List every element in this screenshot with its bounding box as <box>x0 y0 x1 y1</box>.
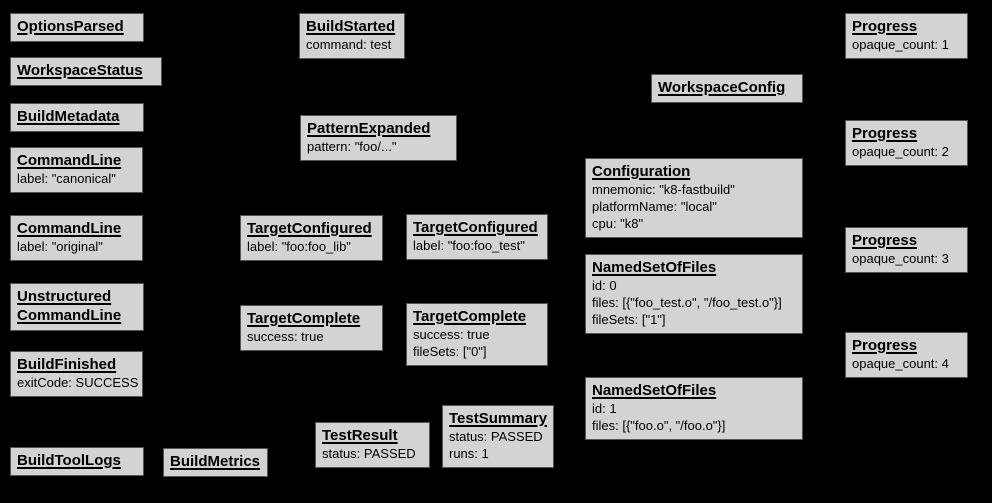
node-target-configured-foo-test: TargetConfigured label: "foo:foo_test" <box>406 214 548 260</box>
node-build-metrics: BuildMetrics <box>163 448 268 477</box>
node-detail: opaque_count: 1 <box>852 37 949 52</box>
node-title: CommandLine <box>17 307 122 324</box>
node-pattern-expanded: PatternExpanded pattern: "foo/..." <box>300 115 457 161</box>
node-title: BuildFinished <box>17 356 117 373</box>
node-title: WorkspaceStatus <box>17 62 143 79</box>
node-detail: success: true <box>413 327 490 342</box>
node-command-line-original: CommandLine label: "original" <box>10 215 143 261</box>
node-detail: files: [{"foo_test.o", "/foo_test.o"}] <box>592 295 782 310</box>
node-progress-2: Progress opaque_count: 2 <box>845 120 968 166</box>
node-progress-1: Progress opaque_count: 1 <box>845 13 968 59</box>
node-detail: mnemonic: "k8-fastbuild" <box>592 182 735 197</box>
node-title: TargetConfigured <box>413 219 538 236</box>
node-test-summary: TestSummary status: PASSED runs: 1 <box>442 405 554 468</box>
node-detail: id: 1 <box>592 401 617 416</box>
node-title: WorkspaceConfig <box>658 79 786 96</box>
node-title: BuildMetrics <box>170 453 261 470</box>
node-detail: label: "canonical" <box>17 171 116 186</box>
node-title: BuildToolLogs <box>17 452 121 469</box>
node-test-result: TestResult status: PASSED <box>315 422 430 468</box>
node-title: Progress <box>852 125 918 142</box>
node-progress-4: Progress opaque_count: 4 <box>845 332 968 378</box>
node-title: PatternExpanded <box>307 120 431 137</box>
node-detail: cpu: "k8" <box>592 216 644 231</box>
node-title: TestSummary <box>449 410 548 427</box>
node-workspace-status: WorkspaceStatus <box>10 57 162 86</box>
node-title: Configuration <box>592 163 691 180</box>
node-detail: opaque_count: 2 <box>852 144 949 159</box>
node-detail: platformName: "local" <box>592 199 717 214</box>
node-target-configured-foo-lib: TargetConfigured label: "foo:foo_lib" <box>240 215 383 261</box>
node-detail: exitCode: SUCCESS <box>17 375 139 390</box>
node-title: TestResult <box>322 427 398 444</box>
node-detail: pattern: "foo/..." <box>307 139 397 154</box>
node-title: NamedSetOfFiles <box>592 259 717 276</box>
node-title: BuildStarted <box>306 18 396 35</box>
node-detail: opaque_count: 4 <box>852 356 949 371</box>
node-title: Progress <box>852 232 918 249</box>
node-build-finished: BuildFinished exitCode: SUCCESS <box>10 351 143 397</box>
node-title: Progress <box>852 18 918 35</box>
node-detail: fileSets: ["0"] <box>413 344 487 359</box>
node-detail: id: 0 <box>592 278 617 293</box>
node-detail: files: [{"foo.o", "/foo.o"}] <box>592 418 726 433</box>
node-named-set-of-files-0: NamedSetOfFiles id: 0 files: [{"foo_test.o… <box>585 254 803 334</box>
node-build-tool-logs: BuildToolLogs <box>10 447 144 476</box>
node-target-complete-foo-lib: TargetComplete success: true <box>240 305 383 351</box>
node-title: Unstructured <box>17 288 112 305</box>
node-detail: runs: 1 <box>449 446 489 461</box>
node-detail: opaque_count: 3 <box>852 251 949 266</box>
node-build-started: BuildStarted command: test <box>299 13 405 59</box>
node-title: BuildMetadata <box>17 108 120 125</box>
node-detail: command: test <box>306 37 392 52</box>
node-title: TargetComplete <box>247 310 361 327</box>
node-detail: fileSets: ["1"] <box>592 312 666 327</box>
node-named-set-of-files-1: NamedSetOfFiles id: 1 files: [{"foo.o", "/… <box>585 377 803 440</box>
node-configuration: Configuration mnemonic: "k8-fastbuild" pla… <box>585 158 803 238</box>
node-title: CommandLine <box>17 152 122 169</box>
node-detail: status: PASSED <box>449 429 543 444</box>
node-detail: status: PASSED <box>322 446 416 461</box>
node-command-line-canonical: CommandLine label: "canonical" <box>10 147 143 193</box>
node-detail: label: "foo:foo_test" <box>413 238 525 253</box>
node-title: Progress <box>852 337 918 354</box>
node-title: TargetComplete <box>413 308 527 325</box>
node-title: TargetConfigured <box>247 220 372 237</box>
node-detail: label: "original" <box>17 239 103 254</box>
node-title: CommandLine <box>17 220 122 237</box>
node-title: NamedSetOfFiles <box>592 382 717 399</box>
node-detail: success: true <box>247 329 324 344</box>
node-build-metadata: BuildMetadata <box>10 103 144 132</box>
node-progress-3: Progress opaque_count: 3 <box>845 227 968 273</box>
node-target-complete-foo-test: TargetComplete success: true fileSets: ["0… <box>406 303 548 366</box>
node-detail: label: "foo:foo_lib" <box>247 239 351 254</box>
node-title: OptionsParsed <box>17 18 124 35</box>
node-workspace-config: WorkspaceConfig <box>651 74 803 103</box>
node-options-parsed: OptionsParsed <box>10 13 144 42</box>
